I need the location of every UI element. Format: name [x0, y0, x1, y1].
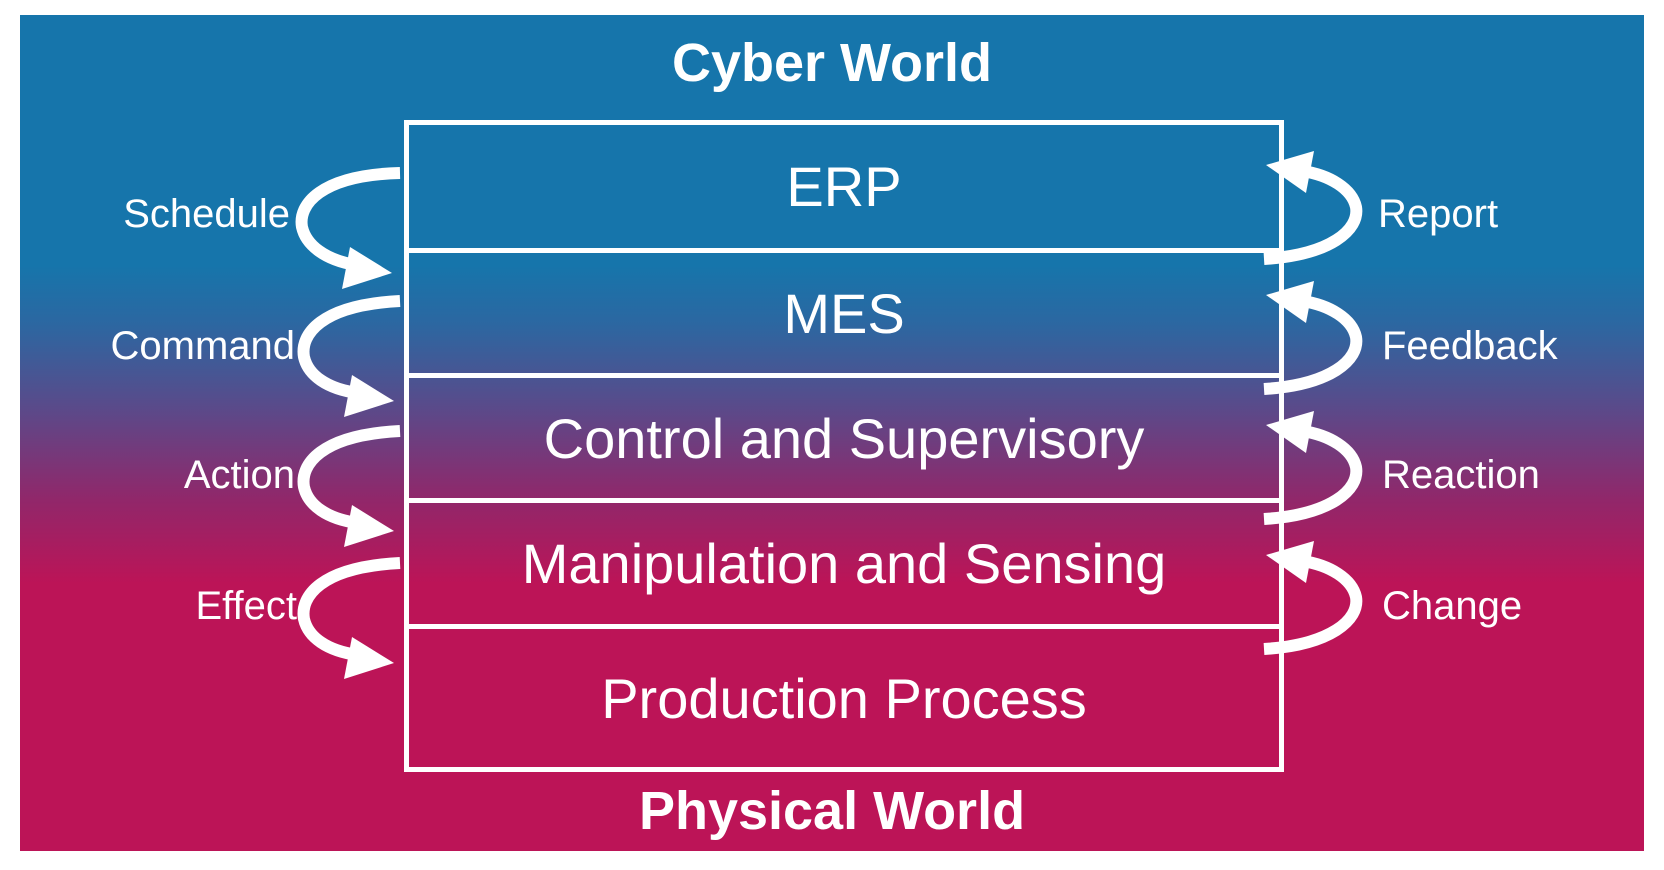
- curved-up-arrow-icon: [1263, 281, 1363, 395]
- curved-up-arrow-icon: [1263, 411, 1363, 525]
- layer-mes: MES: [409, 248, 1279, 373]
- layer-erp: ERP: [786, 155, 902, 218]
- curved-down-arrow-icon: [297, 557, 401, 679]
- label-action: Action: [183, 453, 295, 497]
- label-reaction: Reaction: [1382, 453, 1540, 497]
- layer-manipulation-sensing: Manipulation and Sensing: [409, 498, 1279, 624]
- diagram-panel: Cyber World ERP MES Control and Supervis…: [20, 15, 1644, 851]
- label-schedule: Schedule: [123, 192, 290, 236]
- flow-arrows: [295, 151, 1363, 679]
- layer-control-supervisory: Control and Supervisory: [409, 373, 1279, 498]
- layer-production-process: Production Process: [409, 624, 1279, 767]
- label-feedback: Feedback: [1382, 324, 1558, 368]
- curved-up-arrow-icon: [1263, 151, 1363, 265]
- curved-up-arrow-icon: [1263, 541, 1363, 655]
- label-command: Command: [110, 324, 295, 368]
- label-effect: Effect: [195, 584, 297, 628]
- label-report: Report: [1378, 192, 1499, 236]
- curved-down-arrow-icon: [295, 167, 401, 289]
- curved-down-arrow-icon: [297, 295, 401, 417]
- layer-stack: ERP MES Control and Supervisory Manipula…: [404, 120, 1284, 772]
- physical-world-title: Physical World: [638, 781, 1026, 841]
- cyber-world-title: Cyber World: [671, 33, 993, 93]
- label-change: Change: [1382, 584, 1523, 628]
- curved-down-arrow-icon: [297, 425, 401, 547]
